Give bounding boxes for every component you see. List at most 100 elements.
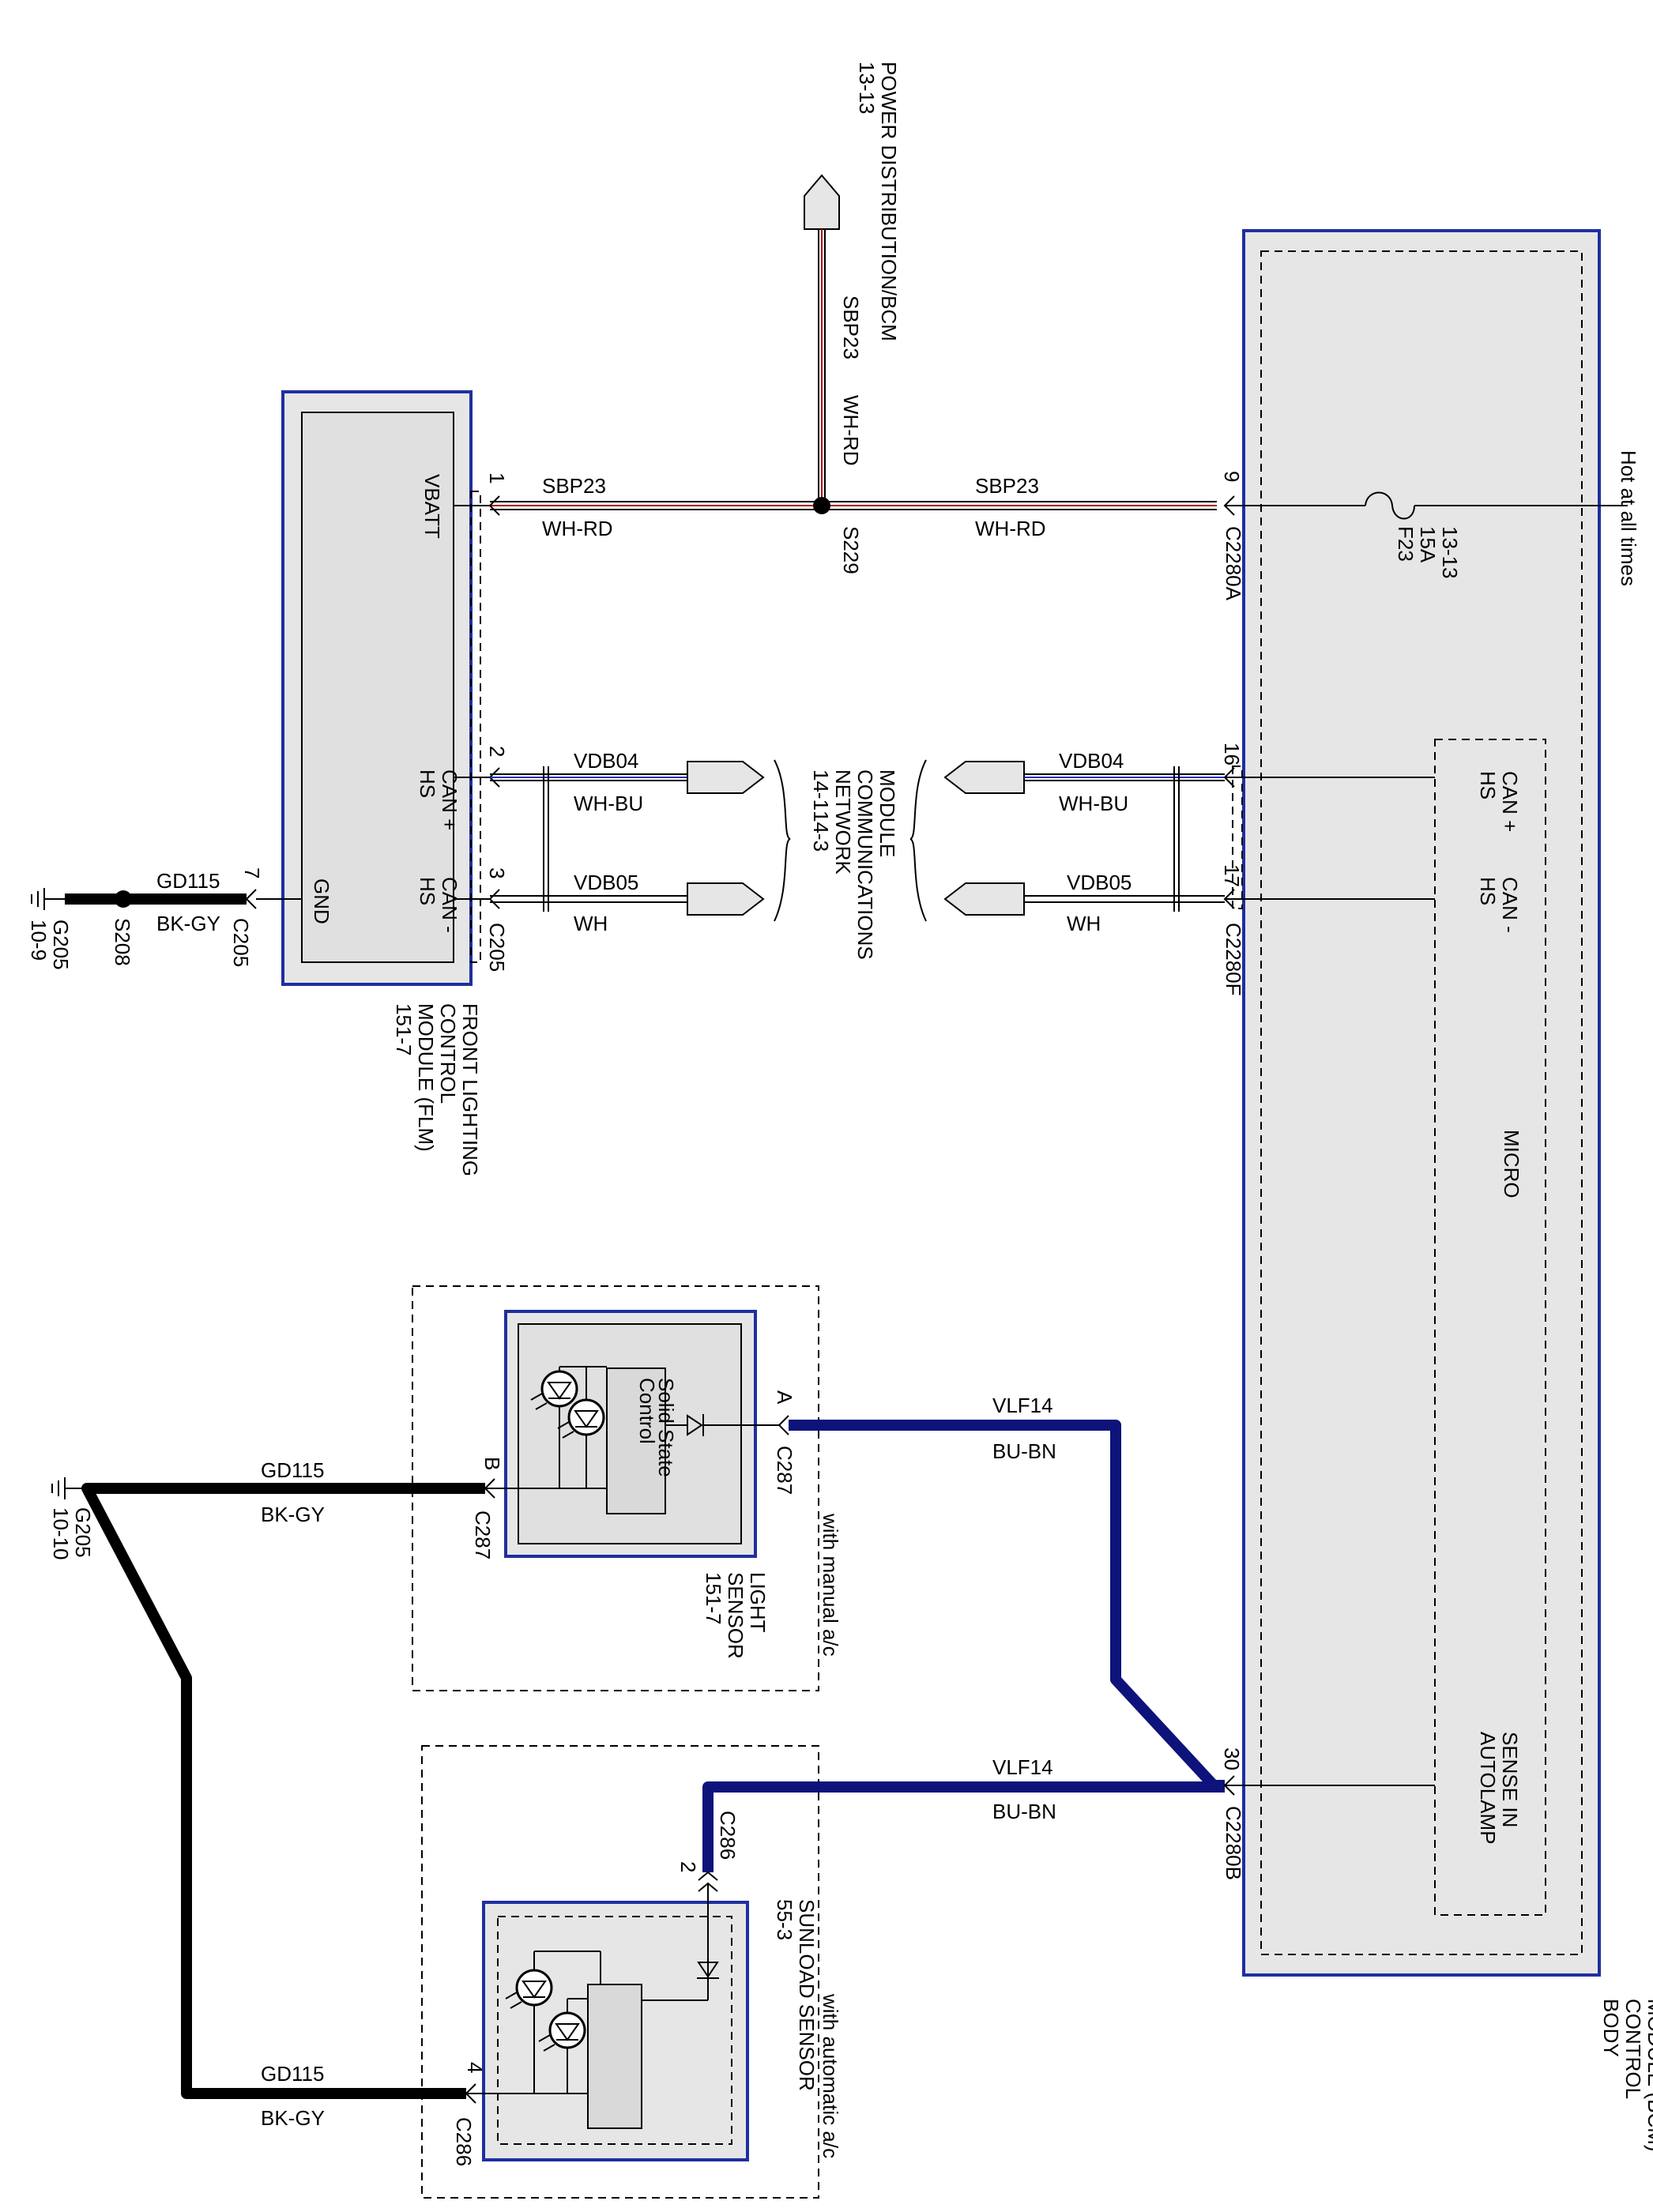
svg-text:13-13: 13-13 — [1438, 526, 1462, 579]
svg-text:13-13: 13-13 — [855, 62, 879, 115]
c205-label-gnd: C205 — [229, 918, 253, 967]
c205-pin3-mark — [488, 889, 500, 909]
pin-1-label: 1 — [485, 472, 509, 483]
ground-g205-a-label: G205 10-9 — [27, 920, 73, 970]
right-wire-wh: WH — [1067, 912, 1101, 935]
sbp23-horizontal-wire — [490, 501, 1217, 510]
network-label: MODULE COMMUNICATIONS NETWORK 14-1 14-3 — [809, 769, 899, 960]
light-wire-vlf14: VLF14 — [992, 1394, 1053, 1417]
network-brace-left — [774, 759, 791, 922]
svg-text:F23: F23 — [1394, 526, 1418, 562]
hot-at-all-times-label: Hot at all times — [1617, 450, 1640, 586]
sunload-sensor-name-label: SUNLOAD SENSOR 55-3 — [773, 1899, 819, 2091]
svg-text:CAN +: CAN + — [438, 769, 461, 830]
pin-2-sunload-label: 2 — [676, 1861, 700, 1872]
network-connector-left-lower[interactable] — [687, 882, 765, 916]
network-connector-right-upper[interactable] — [943, 761, 1025, 794]
flm-connector-dash — [470, 491, 481, 963]
c286-label-top: C286 — [716, 1811, 740, 1860]
sunload-option-label: with automatic a/c — [819, 1993, 842, 2158]
c205-pin7-mark — [245, 889, 257, 909]
sun-wire-bu-bn: BU-BN — [992, 1800, 1056, 1823]
bcm-micro-label: MICRO — [1500, 1130, 1523, 1198]
power-source-arrow[interactable] — [804, 174, 840, 230]
bcm-label: BODY CONTROL MODULE (BCM) 11-3 — [1599, 1999, 1653, 2152]
svg-text:14-1: 14-1 — [809, 769, 833, 811]
flm-gnd-wire-gd115: GD115 — [156, 869, 220, 893]
svg-text:SUNLOAD SENSOR: SUNLOAD SENSOR — [795, 1899, 819, 2091]
pin-16-label: 16 — [1220, 743, 1244, 766]
fuse-f23-symbol[interactable] — [1365, 491, 1415, 520]
pin-17-label: 17 — [1220, 864, 1244, 887]
flm-hs-can-minus: HS CAN - — [416, 877, 461, 933]
pin-9-label: 9 — [1220, 471, 1244, 482]
svg-text:COMMUNICATIONS: COMMUNICATIONS — [853, 769, 877, 960]
flm-gnd-label: GND — [310, 878, 333, 924]
splice-s229-dot[interactable] — [813, 497, 830, 514]
network-brace-right — [909, 759, 927, 922]
splice-s208-dot[interactable] — [115, 890, 132, 908]
svg-text:CAN +: CAN + — [1498, 771, 1522, 832]
flm-module[interactable] — [281, 390, 473, 986]
control-solid-state-label: Control Solid State — [635, 1378, 678, 1477]
svg-text:MODULE: MODULE — [875, 769, 899, 857]
svg-text:SENSE IN: SENSE IN — [1498, 1732, 1522, 1827]
c286-pin2-mark — [698, 1882, 718, 1892]
svg-text:G205: G205 — [49, 920, 73, 970]
flm-wire-sbp23: SBP23 — [542, 474, 606, 498]
fuse-f23-label: F23 15A 13-13 — [1394, 526, 1462, 579]
svg-text:LIGHT: LIGHT — [746, 1572, 770, 1633]
c286-pin2-mark-b — [698, 1871, 718, 1881]
network-connector-right-lower[interactable] — [943, 882, 1025, 916]
svg-text:15A: 15A — [1416, 526, 1440, 563]
sunload-sensor-diode — [642, 1883, 719, 2001]
svg-text:G205: G205 — [71, 1507, 95, 1558]
pin-7-label: 7 — [240, 867, 264, 878]
c287-label-a: C287 — [773, 1446, 796, 1495]
svg-text:151-7: 151-7 — [702, 1572, 725, 1625]
vertical-wire-wh-rd: WH-RD — [839, 395, 863, 466]
gd115-sensors-ground-wire — [81, 1483, 485, 2099]
svg-text:10-9: 10-9 — [27, 920, 51, 961]
svg-text:CAN -: CAN - — [1498, 877, 1522, 933]
light-sensor-name-label: LIGHT SENSOR 151-7 — [702, 1572, 770, 1659]
svg-text:14-3: 14-3 — [809, 811, 833, 852]
svg-text:NETWORK: NETWORK — [831, 769, 855, 875]
light-sensor-photodiodes — [518, 1366, 607, 1489]
right-wire-vdb05: VDB05 — [1067, 871, 1131, 894]
svg-text:CONTROL: CONTROL — [436, 1003, 460, 1104]
bcm-autolamp-label: AUTOLAMP SENSE IN — [1476, 1732, 1522, 1845]
splice-s208-label: S208 — [111, 918, 134, 966]
left-wire-wh: WH — [574, 912, 608, 935]
ground-g205-b-label: G205 10-10 — [49, 1507, 95, 1560]
svg-text:Solid State: Solid State — [654, 1378, 678, 1477]
flm-name-label: FRONT LIGHTING CONTROL MODULE (FLM) 151-… — [392, 1003, 482, 1176]
right-wire-wh-bu: WH-BU — [1059, 792, 1128, 815]
left-wire-vdb04: VDB04 — [574, 749, 638, 773]
light-sensor-diode — [665, 1414, 779, 1436]
svg-text:CAN -: CAN - — [438, 877, 461, 933]
pin-3-label: 3 — [485, 867, 509, 878]
bcm-name-3: MODULE (BCM) — [1644, 1999, 1653, 2152]
svg-text:55-3: 55-3 — [773, 1899, 796, 1940]
bcm-module[interactable] — [1242, 229, 1601, 1977]
ground-g205-b-symbol — [51, 1477, 87, 1499]
flm-vbatt-label: VBATT — [420, 474, 444, 539]
svg-text:SENSOR: SENSOR — [724, 1572, 747, 1659]
light-sensor-option-box — [412, 1285, 819, 1691]
svg-text:HS: HS — [416, 877, 439, 905]
ground-g205-a-symbol — [31, 888, 65, 910]
sunload-control-block — [587, 1984, 642, 2129]
light-gnd-wire-gd115: GD115 — [261, 1458, 324, 1482]
bcm-name-2: CONTROL — [1621, 1999, 1645, 2099]
sun-wire-vlf14: VLF14 — [992, 1755, 1053, 1779]
vertical-wire-sbp23: SBP23 — [839, 295, 863, 359]
network-connector-left-upper[interactable] — [687, 761, 765, 794]
pin-b-label: B — [480, 1457, 504, 1470]
c286-label-bottom: C286 — [452, 2117, 476, 2166]
light-sensor-option-label: with manual a/c — [819, 1513, 842, 1657]
pin-4-label: 4 — [463, 2062, 487, 2073]
bcm-hs-can-plus: HS CAN + — [1476, 771, 1522, 832]
pin-a-label: A — [773, 1390, 796, 1405]
